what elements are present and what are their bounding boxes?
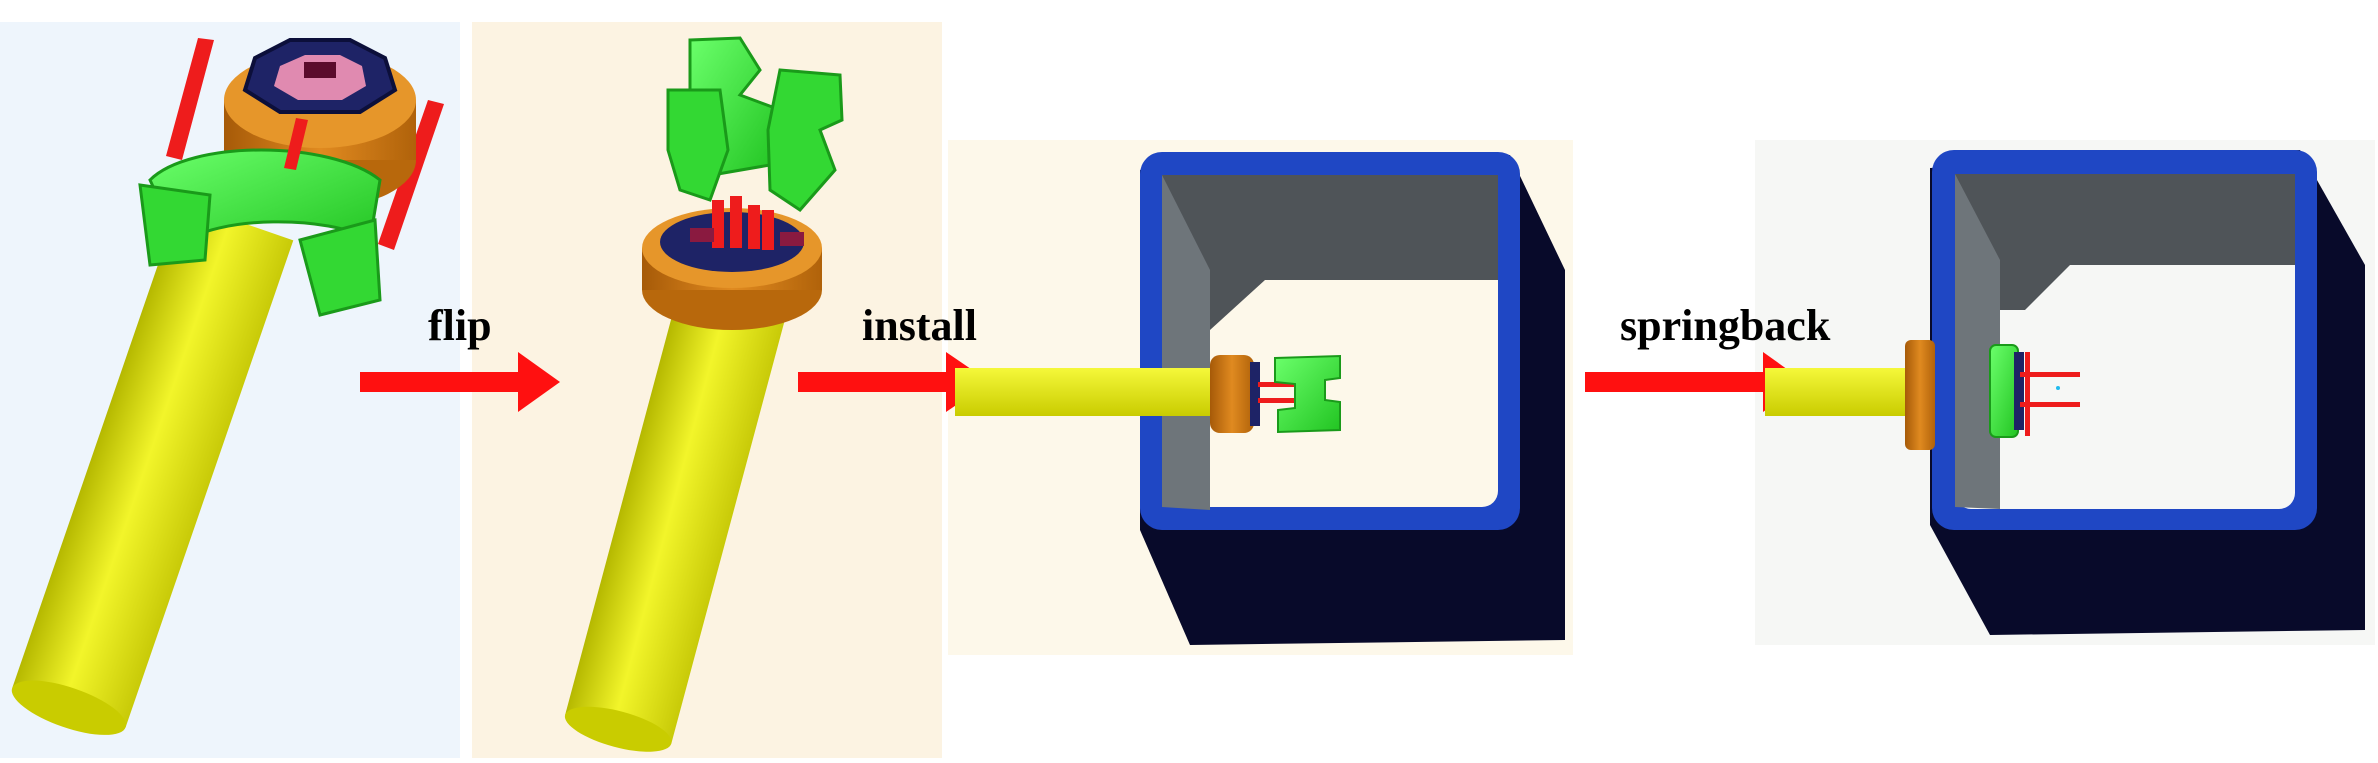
tube-section-installed [955, 152, 1565, 645]
step-label-springback: springback [1620, 301, 1831, 350]
tube-section-springback [1765, 150, 2365, 635]
step-label-install: install [862, 301, 977, 350]
step-label-flip: flip [428, 301, 492, 350]
arrow-flip [360, 352, 560, 412]
tool-assembly-upright [11, 38, 444, 735]
tool-assembly-flipped [564, 36, 844, 752]
